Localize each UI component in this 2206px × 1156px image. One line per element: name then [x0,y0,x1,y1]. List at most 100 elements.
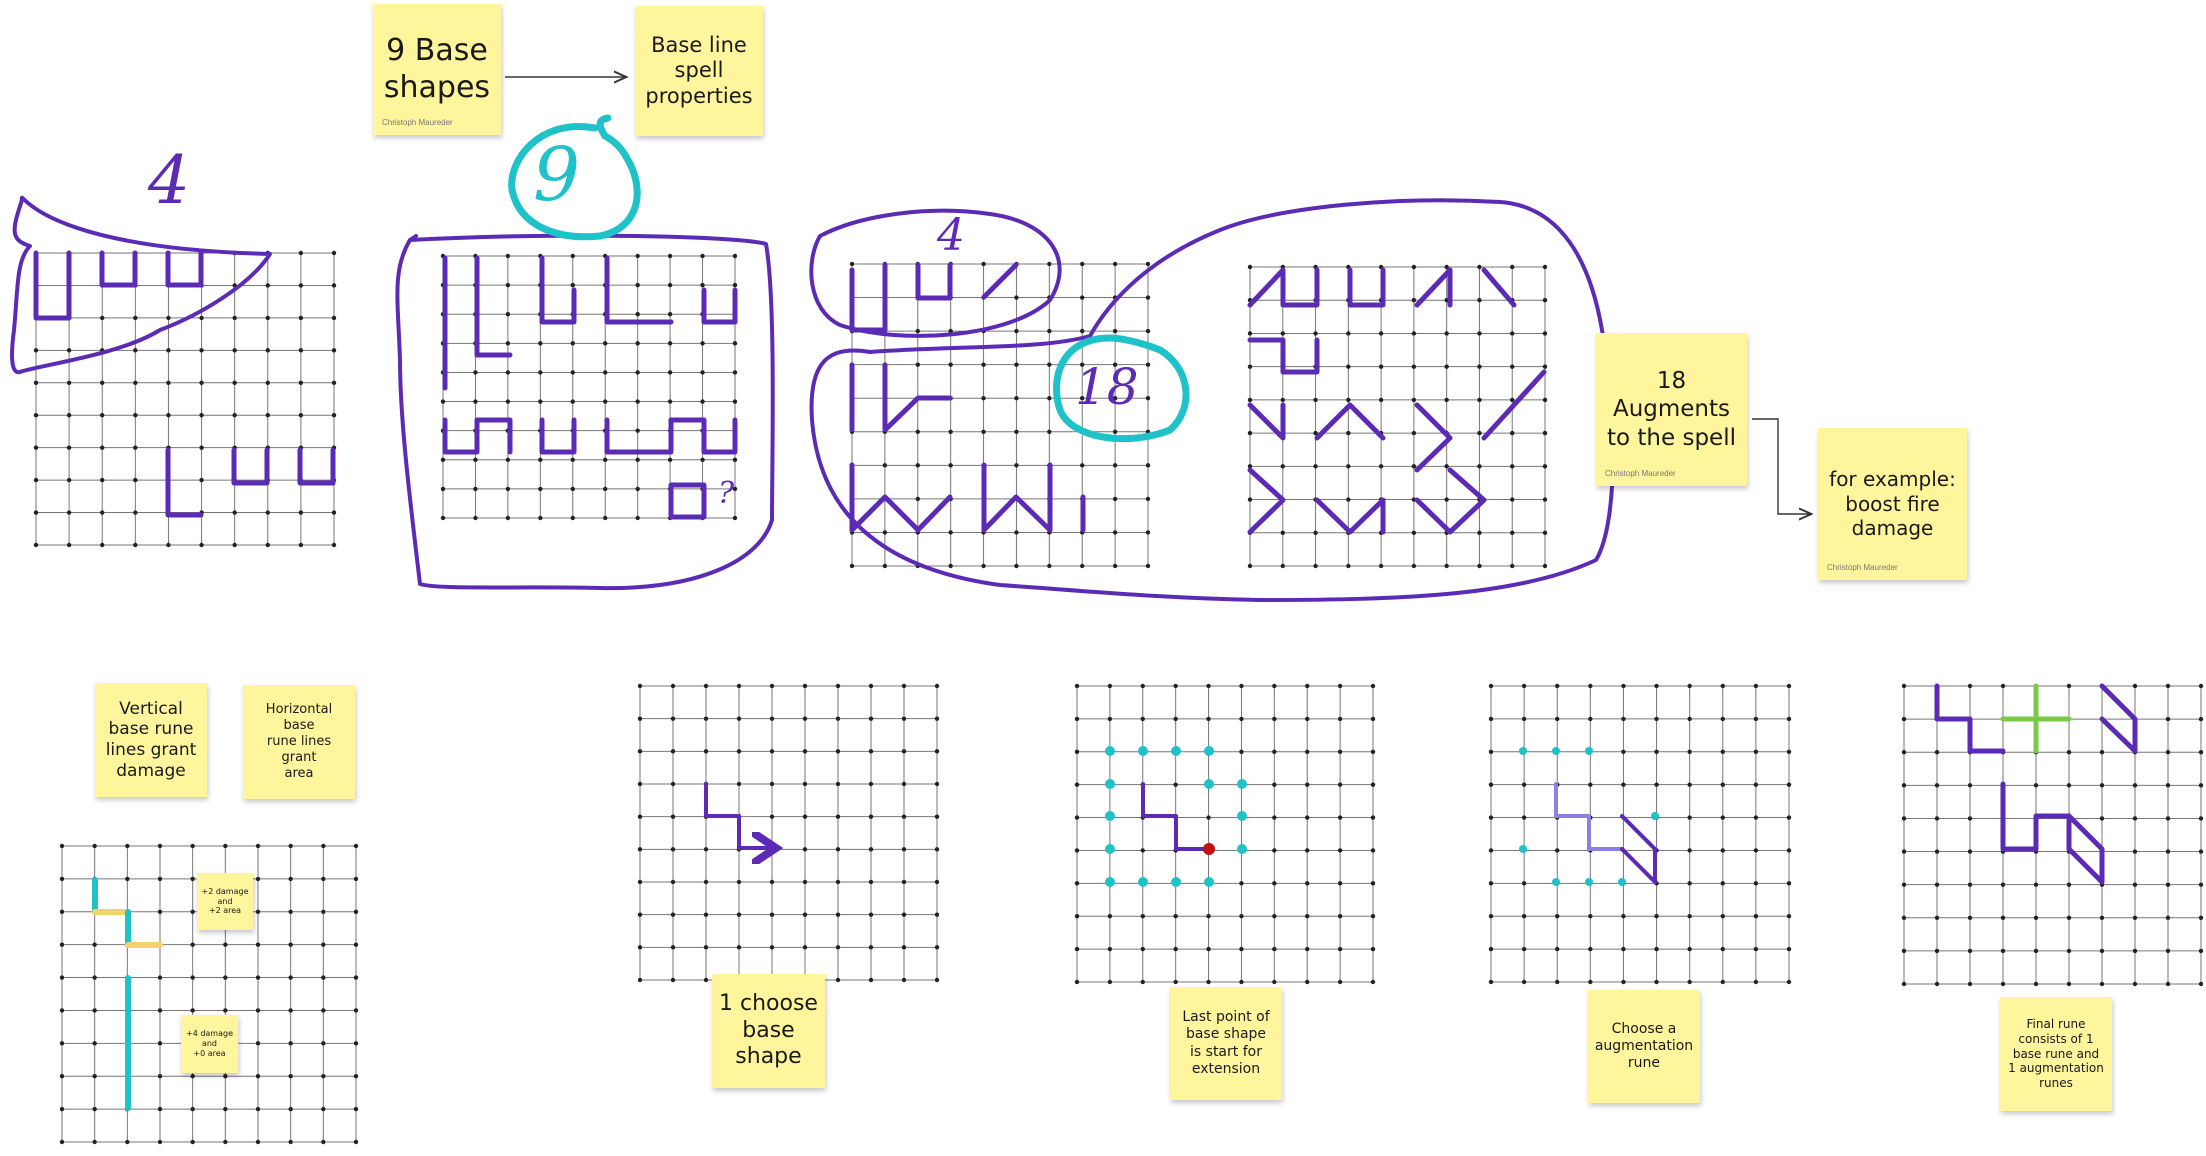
grid-dot [2198,816,2204,821]
grid-dot [1080,396,1085,401]
grid-dot [100,477,105,483]
grid-dot [538,399,543,404]
sticky-damage-b[interactable]: +4 damage and +0 area [181,1015,238,1073]
grid-dot [1145,261,1151,267]
grid-dot [1145,295,1151,300]
grid-dot [1510,264,1515,270]
sticky-text: +2 damage and +2 area [201,886,249,916]
grid-dot [1370,848,1376,853]
grid-dot [802,847,808,852]
grid-dot [981,362,986,367]
grid-dot [157,1074,163,1079]
sticky-horizontal[interactable]: Horizontal base rune lines grant area [243,685,355,799]
grid-dot [1555,683,1560,689]
grid-dot [1967,981,1973,987]
grid-dot [570,515,575,521]
grid-dot [2165,716,2171,722]
grid-dot [934,847,940,852]
sticky-example[interactable]: for example: boost fire damage Christoph… [1818,428,1967,580]
grid-dot [232,510,237,515]
rune-stroke [1347,267,1386,308]
grid-dot [1687,782,1692,787]
grid-dot [1145,396,1151,401]
sticky-vertical[interactable]: Vertical base rune lines grant damage [95,683,207,797]
grid-dot [1411,430,1417,436]
grid-dot [1588,946,1593,952]
grid-dot [1145,463,1151,468]
grid-dot [1305,815,1310,820]
grid-dot [1488,914,1494,919]
grid-dot [637,912,643,917]
grid-dot [265,283,270,288]
grid-dot [769,781,775,787]
grid-dot [1621,749,1626,754]
grid-dot [703,716,709,721]
grid-dot [1510,563,1515,569]
grid-dot [1654,683,1659,689]
grid-dot [255,1074,261,1079]
grid-dot [255,876,261,882]
grid-dot [1411,264,1417,270]
grid-dot [255,1008,261,1013]
grid-dot [1542,331,1548,336]
grid-dot [92,1139,97,1145]
grid-dot [92,1041,97,1046]
sticky-step4[interactable]: Final rune consists of 1 base rune and 1… [2000,997,2112,1111]
grid-dot [1173,979,1178,985]
grid-dot [1047,261,1052,267]
sticky-base-line[interactable]: Base line spell properties [635,6,763,136]
grid-dot [901,945,907,950]
grid-dot [2099,816,2105,821]
sticky-step3[interactable]: Choose a augmentation rune [1588,990,1700,1103]
grid-dot [868,977,874,983]
grid-dot [1206,716,1211,722]
grid-dot [1687,848,1692,853]
grid-dot [1542,497,1548,502]
grid-dot [1145,563,1151,569]
grid-dot [1080,261,1085,267]
sticky-base-shapes[interactable]: 9 Base shapes Christoph Maureder [373,4,501,135]
sticky-augments[interactable]: 18 Augments to the spell Christoph Maure… [1596,333,1747,486]
grid-dot [199,477,204,483]
grid-dot [603,457,608,462]
grid-dot [1272,716,1277,722]
grid-dot [473,486,478,492]
grid-dot [1444,397,1449,403]
grid-dot [1145,362,1151,367]
grid-dot [1337,914,1343,919]
grid-dot [265,315,270,321]
sticky-step1[interactable]: 1 choose base shape [712,974,825,1088]
grid-dot [33,348,39,353]
grid-dot [1786,979,1792,985]
grid-dot [1313,563,1318,569]
grid-dot [948,563,953,569]
sticky-step2[interactable]: Last point of base shape is start for ex… [1170,987,1282,1100]
extension-point [1138,746,1148,756]
grid-dot [1378,397,1384,403]
grid-dot [1488,749,1494,754]
dot-grid [33,250,337,548]
grid-dot [1074,914,1080,919]
grid-dot [802,749,808,754]
grid-dot [2165,948,2171,954]
grid-dot [1901,981,1907,987]
grid-dot [538,486,543,492]
grid-dot [637,683,643,689]
grid-dot [2033,948,2039,954]
grid-dot [570,486,575,492]
grid-dot [934,749,940,754]
grid-dot [1753,749,1759,754]
lasso-outline [809,208,1062,338]
grid-dot [2000,683,2006,689]
grid-dot [934,814,940,819]
grid-dot [1107,979,1113,985]
sticky-damage-a[interactable]: +2 damage and +2 area [197,873,253,930]
grid-dot [92,975,97,980]
grid-dot [1521,946,1527,952]
grid-dot [2198,750,2204,755]
sticky-text: Last point of base shape is start for ex… [1182,1009,1270,1077]
grid-dot [538,341,543,346]
grid-dot [868,945,874,950]
grid-dot [2132,882,2138,887]
